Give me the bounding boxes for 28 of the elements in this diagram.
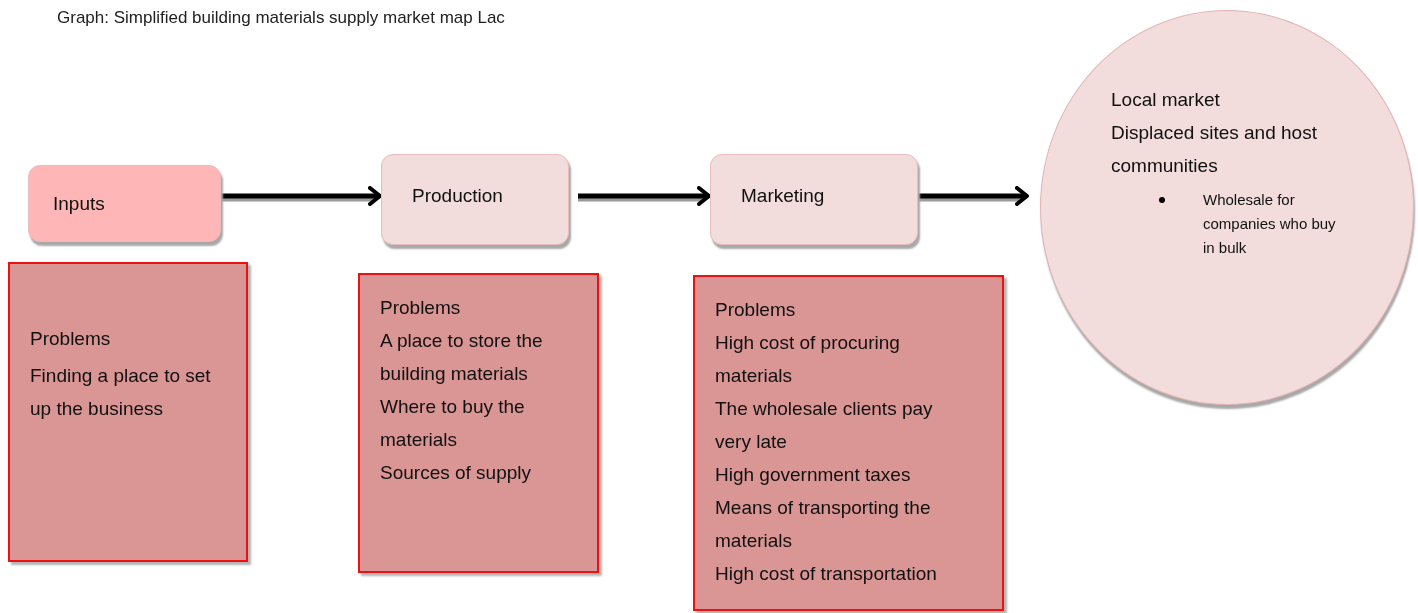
problem-text: High cost of procuring materials — [715, 331, 901, 388]
stage-box — [381, 154, 569, 245]
problem-text: Problems — [30, 327, 112, 351]
problem-text: Finding a place to set up the business — [30, 364, 212, 421]
problem-text: The wholesale clients pay very late — [715, 397, 934, 454]
problems-box — [8, 262, 248, 562]
problem-text: Means of transporting the materials — [715, 496, 932, 553]
problem-text: A place to store the building materials — [380, 329, 544, 386]
arrow — [578, 186, 711, 206]
market-text: Local market — [1111, 88, 1221, 112]
problem-text: High government taxes — [715, 463, 912, 487]
problem-text: Problems — [715, 298, 797, 322]
problems-box — [693, 275, 1004, 611]
stage-label: Production — [412, 185, 503, 207]
arrow — [221, 186, 382, 206]
problem-text: Sources of supply — [380, 461, 533, 485]
problem-text: Problems — [380, 296, 462, 320]
market-text: Displaced sites and host communities — [1111, 121, 1318, 178]
market-text: Wholesale for companies who buy in bulk — [1203, 190, 1337, 258]
problem-text: High cost of transportation — [715, 562, 938, 586]
arrow — [918, 186, 1029, 206]
stage-label: Marketing — [741, 185, 825, 207]
stage-box — [28, 165, 221, 242]
stage-box — [710, 154, 918, 245]
problem-text: Where to buy the materials — [380, 395, 526, 452]
diagram-title: Graph: Simplified building materials supply market map Lac — [57, 8, 505, 28]
stage-label: Inputs — [53, 192, 105, 215]
problems-box — [358, 273, 599, 573]
